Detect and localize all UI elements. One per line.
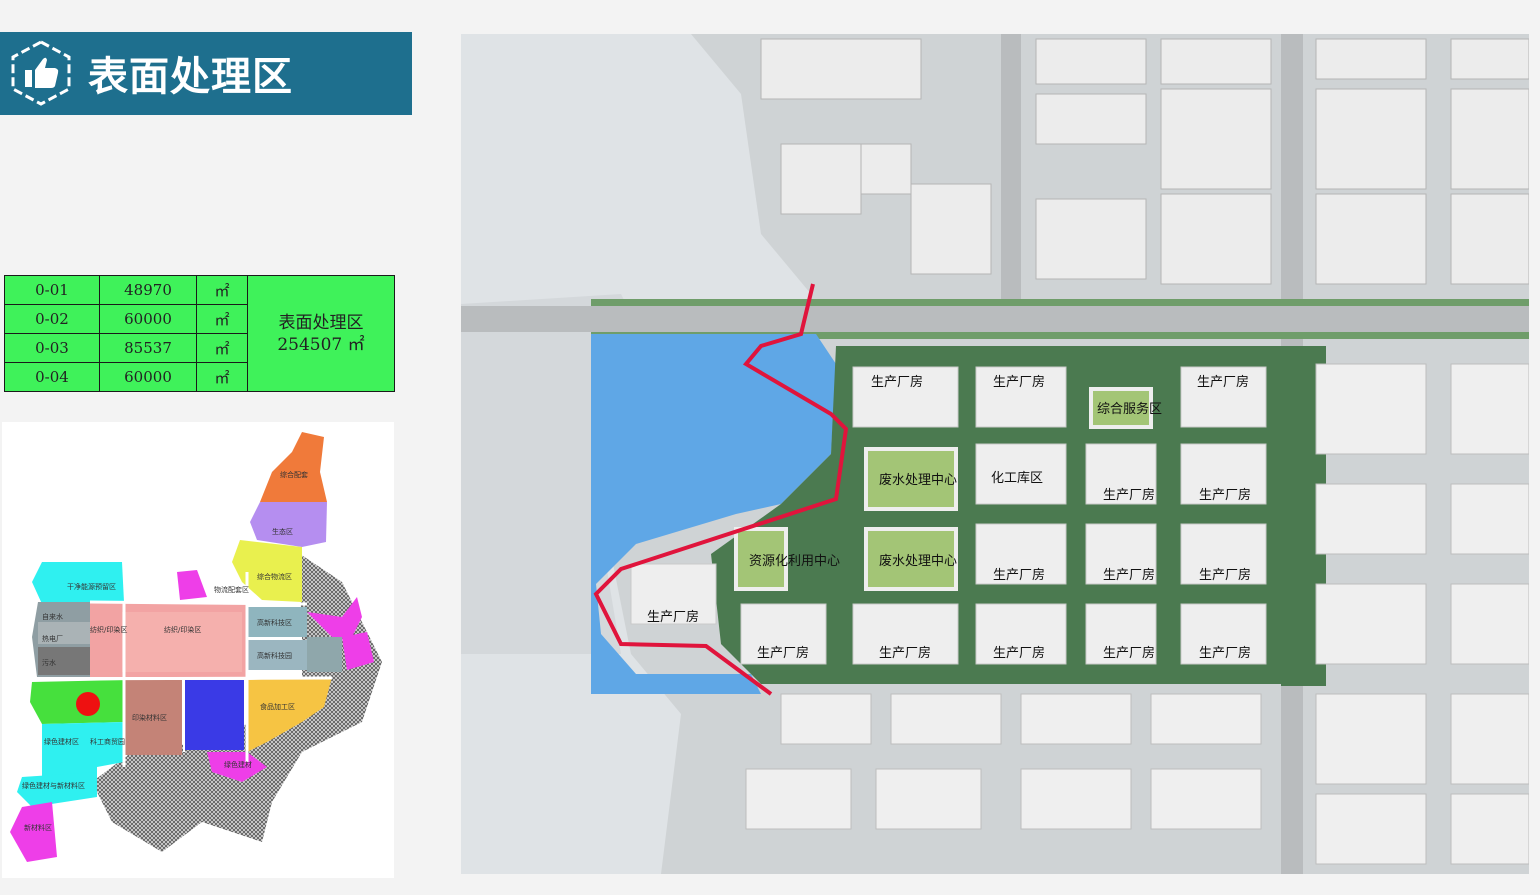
wastewater-label: 废水处理中心 bbox=[879, 554, 958, 569]
factory-label: 生产厂房 bbox=[1103, 488, 1156, 503]
boundary-line bbox=[593, 283, 849, 696]
site-plan-graphic bbox=[461, 34, 1529, 874]
plot-unit-cell: ㎡ bbox=[196, 275, 248, 305]
site-plan-map: 生产厂房 生产厂房 生产厂房 综合服务区 废水处理中心 化工库区 生产厂房 生产… bbox=[461, 34, 1529, 874]
minimap-label: 物流配套区 bbox=[214, 585, 249, 594]
zone-total: 254507 ㎡ bbox=[277, 334, 365, 355]
minimap-label: 纺织/印染区 bbox=[90, 625, 127, 634]
minimap-label: 食品加工区 bbox=[260, 702, 295, 711]
minimap-label: 绿色建材 bbox=[224, 760, 252, 769]
minimap-label: 纺织/印染区 bbox=[164, 625, 201, 634]
plot-id-cell: 0-01 bbox=[4, 275, 100, 305]
minimap-label: 自来水 bbox=[42, 612, 63, 621]
zone-summary-cell: 表面处理区 254507 ㎡ bbox=[247, 275, 395, 392]
factory-label: 生产厂房 bbox=[1199, 568, 1252, 583]
plot-unit-cell: ㎡ bbox=[196, 362, 248, 392]
chemical-label: 化工库区 bbox=[991, 471, 1044, 486]
minimap-label: 综合物流区 bbox=[257, 572, 292, 581]
minimap-label: 印染材料区 bbox=[132, 713, 167, 722]
minimap-label: 生态区 bbox=[272, 527, 293, 536]
table-row: 0-01 48970 ㎡ 表面处理区 254507 ㎡ bbox=[4, 275, 395, 392]
minimap-label: 科工商贸园 bbox=[90, 737, 125, 746]
plot-area-cell: 85537 bbox=[99, 333, 197, 363]
service-label: 综合服务区 bbox=[1097, 402, 1163, 417]
plot-id-cell: 0-03 bbox=[4, 333, 100, 363]
plot-unit-cell: ㎡ bbox=[196, 333, 248, 363]
minimap-label: 新材料区 bbox=[24, 823, 52, 832]
wastewater-label: 废水处理中心 bbox=[879, 473, 958, 488]
factory-label: 生产厂房 bbox=[1103, 568, 1156, 583]
table-row: 0-03 85537 ㎡ bbox=[4, 333, 395, 363]
zoning-minimap: 干净能源预留区 自来水 热电厂 污水 纺织/印染区 纺织/印染区 高新科技区 高… bbox=[2, 422, 394, 878]
factory-label: 生产厂房 bbox=[1103, 646, 1156, 661]
land-area-table: 0-01 48970 ㎡ 表面处理区 254507 ㎡ 0-02 60000 ㎡… bbox=[4, 275, 395, 392]
factory-label: 生产厂房 bbox=[993, 375, 1046, 390]
factory-label: 生产厂房 bbox=[757, 646, 810, 661]
location-marker-icon bbox=[76, 692, 100, 716]
factory-label: 生产厂房 bbox=[879, 646, 932, 661]
plot-unit-cell: ㎡ bbox=[196, 304, 248, 334]
page-title: 表面处理区 bbox=[88, 54, 293, 100]
minimap-label: 绿色建材与新材料区 bbox=[22, 781, 85, 790]
factory-label: 生产厂房 bbox=[871, 375, 924, 390]
factory-label: 生产厂房 bbox=[647, 610, 700, 625]
minimap-label: 污水 bbox=[42, 658, 56, 667]
minimap-label: 热电厂 bbox=[42, 634, 63, 643]
plot-area-cell: 60000 bbox=[99, 304, 197, 334]
plot-area-cell: 60000 bbox=[99, 362, 197, 392]
plot-id-cell: 0-04 bbox=[4, 362, 100, 392]
minimap-label: 高新科技区 bbox=[257, 618, 292, 627]
zone-name: 表面处理区 bbox=[278, 312, 364, 333]
thumbs-up-icon bbox=[11, 40, 71, 106]
minimap-label: 综合配套 bbox=[280, 470, 308, 479]
factory-label: 生产厂房 bbox=[1197, 375, 1250, 390]
factory-label: 生产厂房 bbox=[1199, 488, 1252, 503]
factory-label: 生产厂房 bbox=[993, 568, 1046, 583]
factory-label: 生产厂房 bbox=[993, 646, 1046, 661]
table-row: 0-04 60000 ㎡ bbox=[4, 362, 395, 392]
minimap-label: 高新科技园 bbox=[257, 651, 292, 660]
zoning-map-graphic: 干净能源预留区 自来水 热电厂 污水 纺织/印染区 纺织/印染区 高新科技区 高… bbox=[10, 432, 382, 862]
section-header: 表面处理区 bbox=[0, 32, 412, 115]
factory-label: 生产厂房 bbox=[1199, 646, 1252, 661]
resource-label: 资源化利用中心 bbox=[749, 554, 841, 569]
minimap-label: 干净能源预留区 bbox=[67, 582, 116, 591]
plot-id-cell: 0-02 bbox=[4, 304, 100, 334]
minimap-label: 绿色建材区 bbox=[44, 737, 79, 746]
plot-area-cell: 48970 bbox=[99, 275, 197, 305]
